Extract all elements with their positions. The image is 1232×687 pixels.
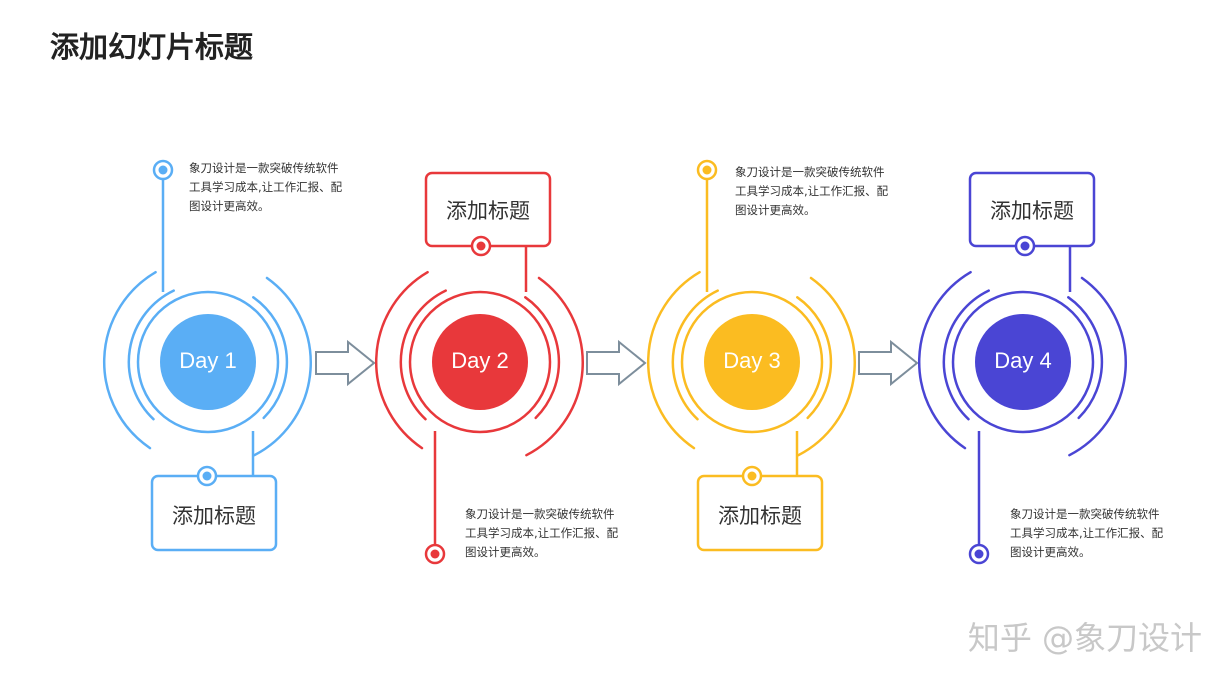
step-4-day-label: Day 4 (994, 348, 1052, 373)
step-1-box-title: 添加标题 (172, 504, 256, 528)
step-2-day-circle (432, 314, 528, 410)
step-2-day-label: Day 2 (451, 348, 509, 373)
step-4-desc-line: 工具学习成本,让工作汇报、配 (1010, 526, 1164, 540)
arrow-3-icon (858, 339, 919, 387)
step-4-description: 象刀设计是一款突破传统软件 工具学习成本,让工作汇报、配 图设计更高效。 (1010, 505, 1190, 562)
step-2-desc-line: 图设计更高效。 (465, 545, 546, 559)
step-2-node (374, 171, 584, 565)
step-3-node (646, 159, 856, 552)
step-2-description: 象刀设计是一款突破传统软件 工具学习成本,让工作汇报、配 图设计更高效。 (465, 505, 645, 562)
step-2-desc-line: 象刀设计是一款突破传统软件 (465, 507, 615, 521)
step-3-desc-line: 工具学习成本,让工作汇报、配 (735, 184, 889, 198)
step-3-day-circle (704, 314, 800, 410)
step-1-desc-line: 工具学习成本,让工作汇报、配 (189, 180, 343, 194)
step-3-description: 象刀设计是一款突破传统软件 工具学习成本,让工作汇报、配 图设计更高效。 (735, 163, 915, 220)
step-1-desc-line: 图设计更高效。 (189, 199, 270, 213)
step-3-desc-line: 象刀设计是一款突破传统软件 (735, 165, 885, 179)
step-1-description: 象刀设计是一款突破传统软件 工具学习成本,让工作汇报、配 图设计更高效。 (189, 159, 369, 216)
arrow-1-icon (315, 339, 376, 387)
arrow-2-icon (586, 339, 647, 387)
watermark: 知乎 @象刀设计 (967, 619, 1202, 657)
step-1-node (102, 159, 312, 552)
page-title: 添加幻灯片标题 (50, 30, 254, 64)
step-4-desc-line: 图设计更高效。 (1010, 545, 1091, 559)
step-4-day-circle (975, 314, 1071, 410)
step-4-desc-line: 象刀设计是一款突破传统软件 (1010, 507, 1160, 521)
step-1-day-label: Day 1 (179, 348, 237, 373)
step-2-box-title: 添加标题 (446, 199, 530, 223)
step-1-day-circle (160, 314, 256, 410)
step-2-desc-line: 工具学习成本,让工作汇报、配 (465, 526, 619, 540)
step-3-day-label: Day 3 (723, 348, 781, 373)
step-4-node (917, 171, 1127, 565)
step-4-box-title: 添加标题 (990, 199, 1074, 223)
step-3-desc-line: 图设计更高效。 (735, 203, 816, 217)
step-1-desc-line: 象刀设计是一款突破传统软件 (189, 161, 339, 175)
step-3-box-title: 添加标题 (718, 504, 802, 528)
